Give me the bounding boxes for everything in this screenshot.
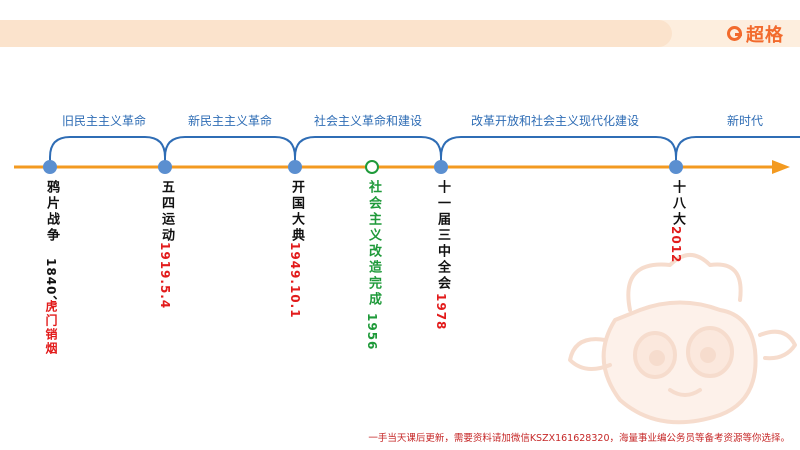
event-title: 五四运动	[159, 180, 174, 244]
event-date: 1956	[365, 313, 379, 351]
era-label: 新时代	[726, 114, 764, 128]
era-label: 旧民主主义革命	[61, 114, 147, 128]
timeline-node	[43, 160, 57, 174]
event-title: 十一届三中全会	[435, 180, 450, 292]
era-bracket	[294, 136, 442, 167]
event-date: 1949.10.1	[288, 242, 302, 319]
event-date: 2012	[669, 226, 683, 264]
mascot-watermark	[568, 253, 797, 425]
era-bracket	[675, 136, 800, 167]
era-bracket	[164, 136, 296, 167]
event-title: 十八大	[670, 180, 685, 228]
event-title: 社会主义改造完成	[366, 180, 381, 308]
timeline-node	[669, 160, 683, 174]
brand-name: 超格	[746, 24, 784, 46]
event-title: 鸦片战争	[44, 180, 59, 244]
timeline-node	[365, 160, 379, 174]
event-title: 开国大典	[289, 180, 304, 244]
era-bracket	[440, 136, 677, 167]
top-banner-fill	[0, 20, 672, 47]
timeline-node	[158, 160, 172, 174]
era-bracket	[49, 136, 166, 167]
era-label: 改革开放和社会主义现代化建设	[470, 114, 640, 128]
event-note: 虎门销烟	[44, 300, 58, 356]
timeline-node	[434, 160, 448, 174]
event-date: 1978	[434, 293, 448, 331]
axis-arrow-icon	[772, 160, 790, 174]
g-logo-icon	[727, 26, 742, 41]
footer-note: 一手当天课后更新，需要资料请加微信KSZX161628320，海量事业编公务员等…	[368, 433, 790, 444]
timeline-node	[288, 160, 302, 174]
era-label: 新民主主义革命	[187, 114, 273, 128]
era-label: 社会主义革命和建设	[313, 114, 423, 128]
event-date: 1919.5.4	[158, 242, 172, 310]
brand-logo: 超格	[727, 20, 784, 47]
top-banner	[0, 20, 800, 47]
event-date: 1840、	[44, 258, 58, 309]
